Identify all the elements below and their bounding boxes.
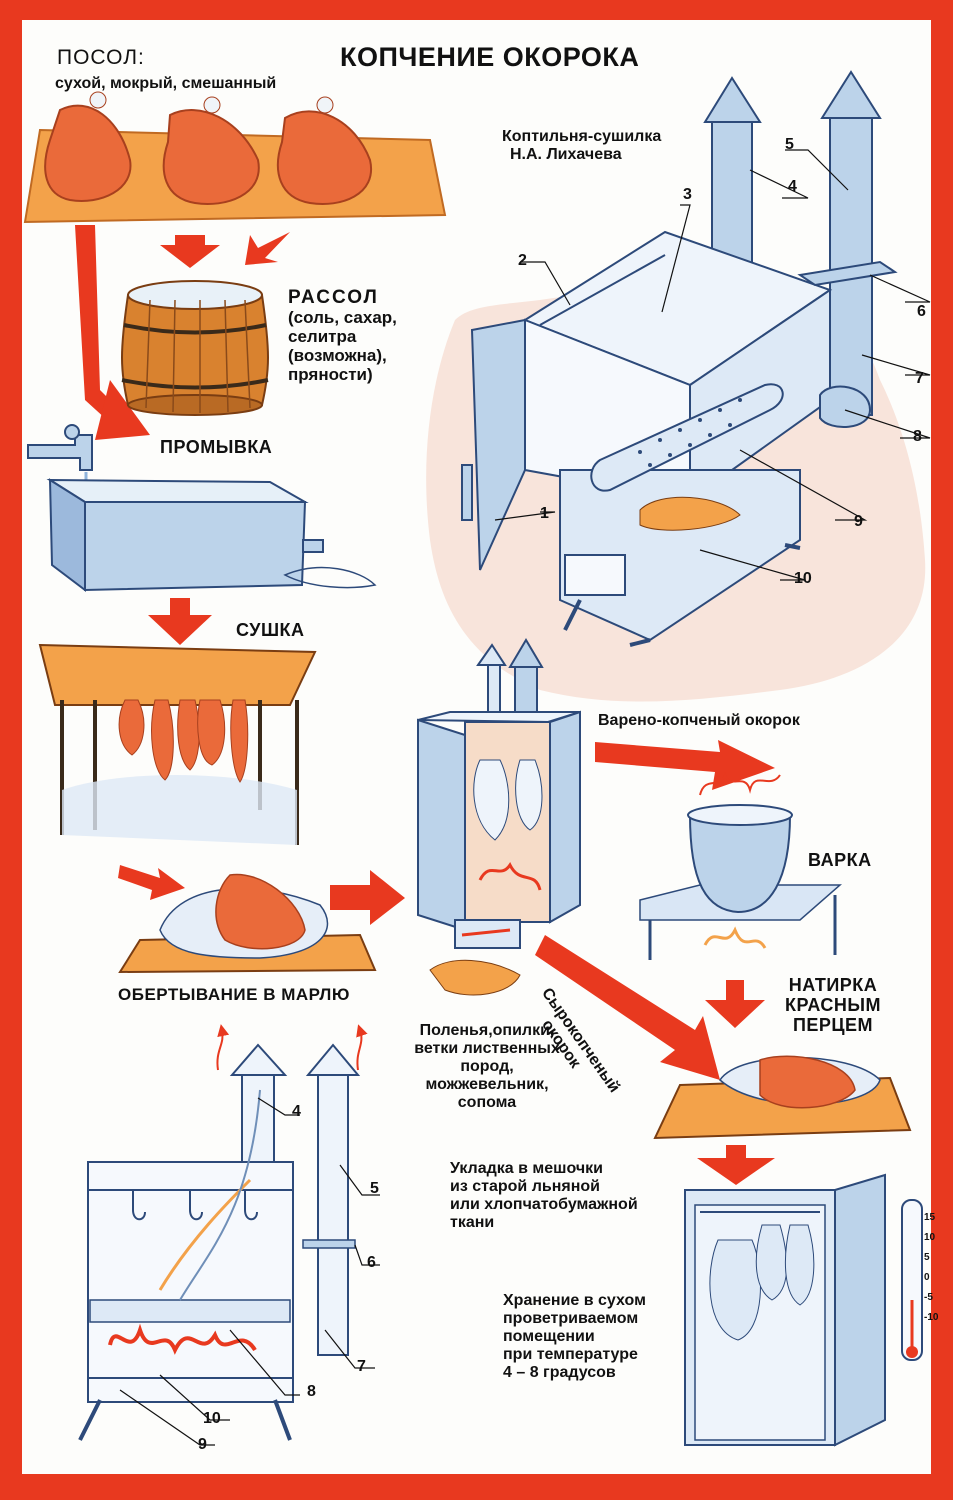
arrow-to-wrapping — [118, 865, 185, 900]
cutaway-number-9: 9 — [198, 1436, 207, 1453]
part-number-9: 9 — [854, 513, 863, 530]
part-number-3: 3 — [683, 186, 692, 203]
thermometer-illustration — [901, 1199, 923, 1361]
part-number-6: 6 — [917, 303, 926, 320]
hanging-meat-4 — [197, 699, 226, 766]
pepper-line3: ПЕРЦЕМ — [792, 1015, 874, 1036]
storage-cabinet-illustration — [684, 1173, 886, 1447]
hanging-meat-5 — [230, 699, 249, 783]
hanging-meat-3 — [177, 699, 200, 771]
arrow-to-smoker — [330, 870, 405, 925]
part-number-8: 8 — [913, 428, 922, 445]
part-number-4: 4 — [788, 178, 797, 195]
storage-line1: Хранение в сухом — [503, 1292, 646, 1309]
arrow-to-boiling — [595, 740, 775, 790]
storage-caption: Хранение в сухом проветриваемом помещени… — [503, 1292, 646, 1382]
salting-types: сухой, мокрый, смешанный — [55, 75, 277, 92]
bagging-line4: ткани — [450, 1213, 495, 1231]
fuel-caption: Поленья,опилки, ветки лиственных пород, … — [392, 1022, 582, 1112]
wrapping-label: ОБЕРТЫВАНИЕ В МАРЛЮ — [118, 985, 350, 1004]
part-number-1: 1 — [540, 505, 549, 522]
storage-line2: проветриваемом — [503, 1309, 639, 1327]
thermo-tick: -10 — [924, 1312, 939, 1323]
part-number-10: 10 — [794, 570, 812, 587]
cutaway-number-10: 10 — [203, 1410, 221, 1427]
cutaway-smokehouse-illustration — [78, 1024, 380, 1446]
salting-heading: ПОСОЛ: — [57, 46, 145, 69]
arrow-to-bagging — [697, 1145, 775, 1185]
brine-line3: (возможна), — [288, 346, 387, 366]
pepper-line1: НАТИРКА — [788, 975, 878, 995]
main-flow-arrow — [75, 225, 130, 430]
cutaway-number-4: 4 — [292, 1103, 301, 1120]
part-number-7: 7 — [915, 370, 924, 387]
bagging-line3: или хлопчатобумажной — [450, 1195, 638, 1213]
page-title: КОПЧЕНИЕ ОКОРОКА — [340, 42, 640, 72]
fuel-line5: сопома — [457, 1093, 517, 1111]
brine-line4: пряности) — [288, 365, 373, 385]
storage-line4: при температуре — [503, 1345, 638, 1363]
cutaway-number-5: 5 — [370, 1180, 379, 1197]
thermo-tick: 0 — [924, 1272, 930, 1283]
arrow-to-pepper — [705, 980, 765, 1028]
bagging-line2: из старой льняной — [450, 1177, 600, 1195]
rinsing-label: ПРОМЫВКА — [160, 437, 273, 457]
boiled-smoked-label: Варено-копченый окорок — [598, 712, 800, 729]
smokehouse-caption: Коптильня-сушилка Н.А. Лихачева — [502, 128, 661, 164]
bagging-caption: Укладка в мешочки из старой льняной или … — [450, 1160, 638, 1232]
thermo-tick: 10 — [924, 1232, 936, 1243]
fuel-line3: пород, — [460, 1057, 514, 1075]
boiling-pot-illustration — [639, 771, 842, 960]
drying-label: СУШКА — [236, 620, 305, 640]
part-number-5: 5 — [785, 136, 794, 153]
brine-barrel-illustration — [121, 280, 269, 416]
storage-line3: помещении — [503, 1327, 595, 1345]
pepper-board-illustration — [653, 1055, 912, 1140]
fuel-line1: Поленья,опилки, — [419, 1022, 555, 1039]
salting-board-illustration — [23, 91, 447, 224]
arrow-to-drying — [148, 598, 212, 645]
smokehouse-caption-line2: Н.А. Лихачева — [510, 145, 622, 163]
rinsing-tub-illustration — [27, 424, 377, 593]
thermometer-scale: 15 10 5 0 -5 -10 — [924, 1208, 938, 1328]
thermo-tick: 15 — [924, 1212, 936, 1223]
ham-2 — [162, 109, 260, 205]
smokehouse-illustration — [461, 70, 931, 647]
firewood — [429, 959, 521, 996]
cutaway-number-6: 6 — [367, 1254, 376, 1271]
drying-rack-illustration — [38, 643, 317, 845]
brine-line1: (соль, сахар, — [288, 308, 397, 328]
pepper-caption: НАТИРКА КРАСНЫМ ПЕРЦЕМ — [778, 975, 888, 1035]
hanging-meat-1 — [118, 699, 145, 756]
gauze-wrap-illustration — [118, 873, 377, 974]
storage-line5: 4 – 8 градусов — [503, 1363, 616, 1381]
ham-1 — [44, 104, 132, 202]
fuel-line2: ветки лиственных — [414, 1039, 560, 1057]
brine-caption: РАССОЛ (соль, сахар, селитра (возможна),… — [288, 287, 397, 384]
bagging-line1: Укладка в мешочки — [450, 1160, 603, 1177]
cutaway-number-8: 8 — [307, 1383, 316, 1400]
smokehouse-caption-line1: Коптильня-сушилка — [502, 128, 662, 145]
part-number-2: 2 — [518, 252, 527, 269]
ham-3 — [276, 110, 373, 205]
brine-heading: РАССОЛ — [288, 287, 379, 308]
fuel-line4: можжевельник, — [425, 1075, 549, 1093]
arrow-to-pepper-raw — [535, 935, 720, 1080]
cabinet-smoker-illustration — [417, 638, 581, 996]
pepper-line2: КРАСНЫМ — [784, 995, 882, 1016]
brine-line2: селитра — [288, 327, 357, 347]
thermo-tick: -5 — [924, 1292, 933, 1303]
cutaway-number-7: 7 — [357, 1358, 366, 1375]
thermo-tick: 5 — [924, 1252, 930, 1263]
boiling-label: ВАРКА — [808, 850, 872, 870]
arrow-to-barrel-2 — [245, 232, 290, 265]
arrow-to-barrel-1 — [160, 235, 220, 268]
hanging-meat-2 — [151, 699, 174, 781]
